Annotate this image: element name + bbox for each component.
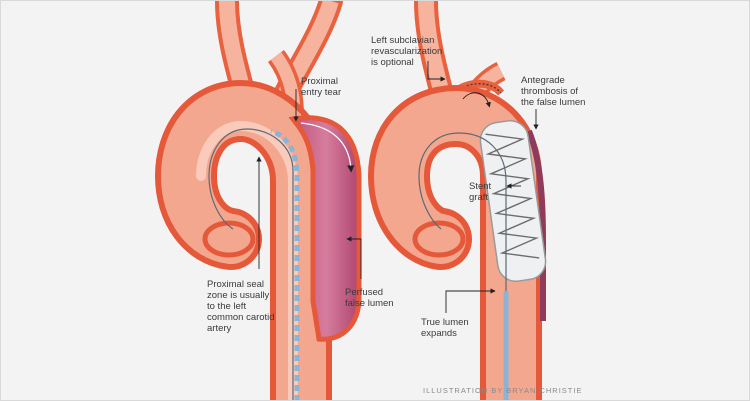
stent-wire (485, 133, 540, 259)
pointer-left-subclavian (427, 61, 446, 82)
label-perfused-false-lumen: Perfused false lumen (345, 287, 394, 309)
left-false-lumen (288, 115, 362, 342)
label-antegrade-thrombosis: Antegrade thrombosis of the false lumen (521, 75, 586, 108)
flow-arrow-left (300, 122, 355, 173)
pointer-true-lumen (445, 288, 496, 313)
label-true-lumen-expands: True lumen expands (421, 317, 469, 339)
pointer-lines (256, 61, 539, 313)
left-aortic-root (202, 220, 256, 258)
label-proximal-seal-zone: Proximal seal zone is usually to the lef… (207, 279, 275, 334)
left-guidewire (208, 128, 294, 400)
label-stent-graft: Stent graft (469, 181, 492, 203)
illustration-credit: ILLUSTRATION BY BRYAN CHRISTIE (423, 386, 583, 395)
right-aortic-root (412, 220, 466, 258)
pointer-perfused-false-lumen (346, 236, 362, 279)
label-left-subclavian: Left subclavian revascularization is opt… (371, 35, 443, 68)
right-guidewire (418, 132, 507, 400)
right-aorta (367, 1, 547, 400)
label-proximal-entry-tear: Proximal entry tear (301, 76, 342, 98)
flow-arrow-right (462, 92, 491, 108)
left-aorta (154, 1, 362, 400)
